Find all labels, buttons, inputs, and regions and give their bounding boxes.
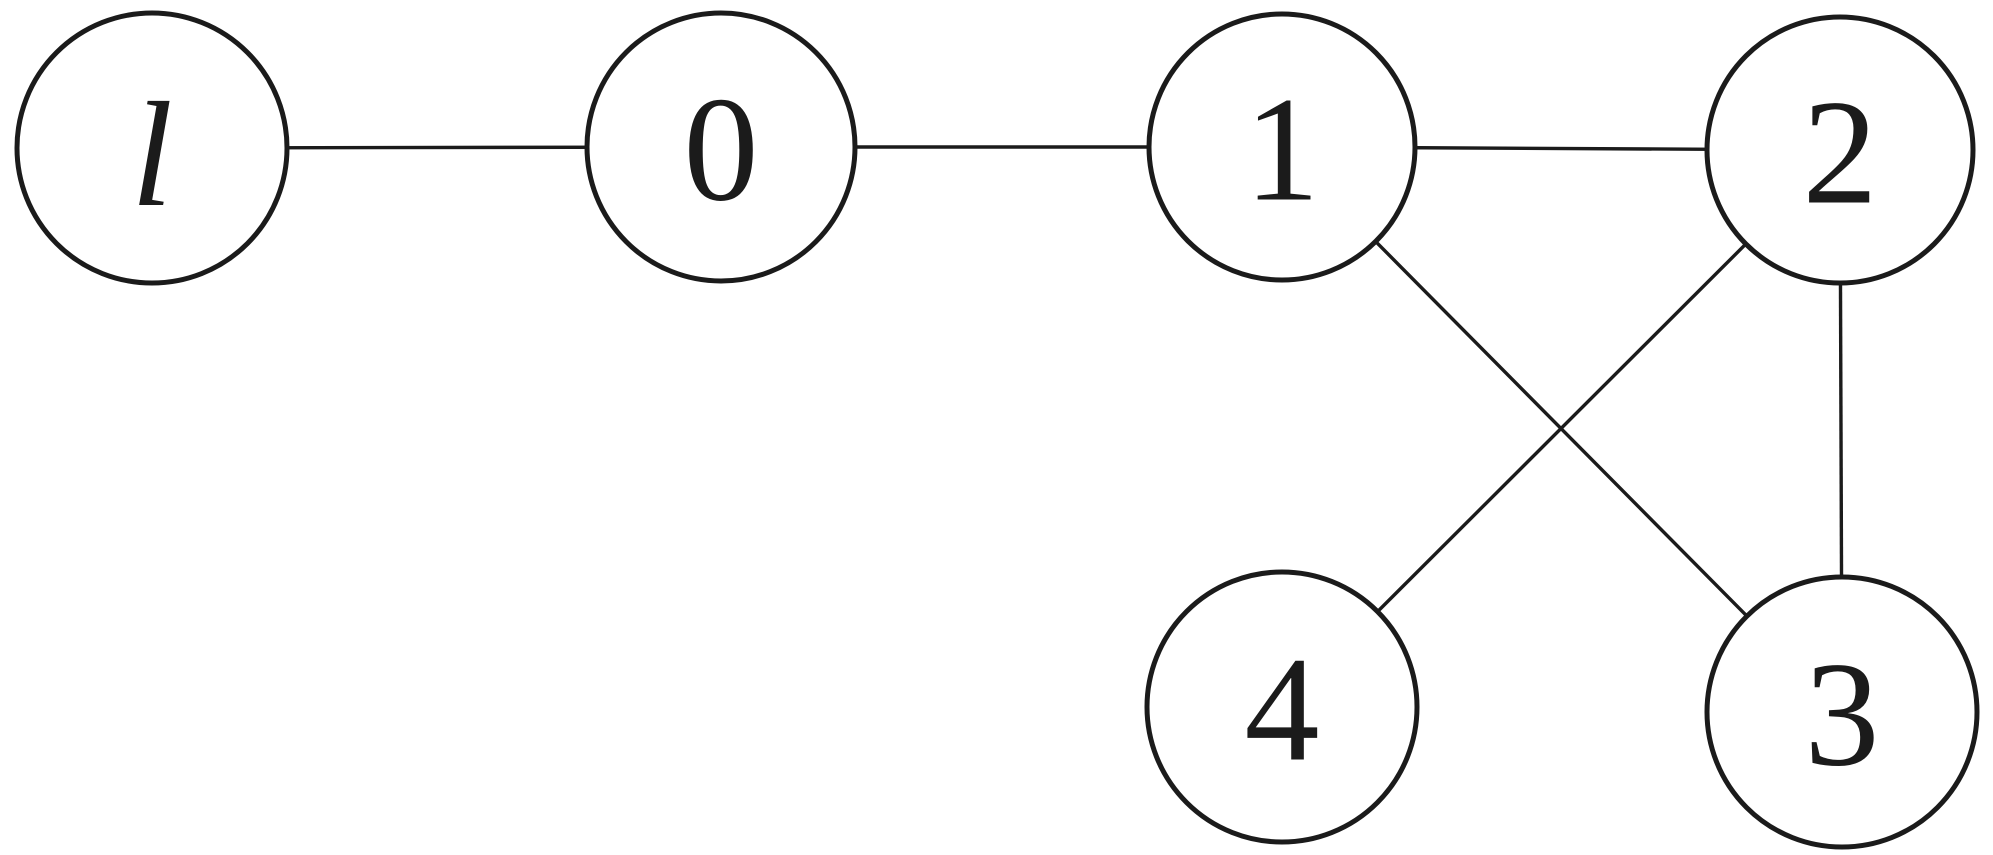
- nodes-layer: l 0 1 2 4 3: [14, 10, 1980, 850]
- node-label-4: 4: [1245, 627, 1320, 793]
- node-label-0: 0: [684, 67, 759, 233]
- node-0: 0: [584, 10, 858, 284]
- node-circle-2: [1704, 14, 1976, 286]
- edges-layer: [151, 145, 1844, 714]
- node-3: 3: [1704, 574, 1980, 850]
- node-circle-0: [584, 10, 858, 284]
- node-circle-4: [1144, 569, 1420, 845]
- node-circle-l: [14, 10, 290, 286]
- node-2: 2: [1704, 14, 1976, 286]
- node-label-3: 3: [1805, 632, 1880, 798]
- node-label-l: l: [131, 72, 173, 238]
- node-l: l: [14, 10, 290, 286]
- node-1: 1: [1146, 11, 1418, 283]
- node-label-1: 1: [1245, 67, 1320, 233]
- node-circle-1: [1146, 11, 1418, 283]
- node-circle-3: [1704, 574, 1980, 850]
- node-label-2: 2: [1803, 70, 1878, 236]
- node-4: 4: [1144, 569, 1420, 845]
